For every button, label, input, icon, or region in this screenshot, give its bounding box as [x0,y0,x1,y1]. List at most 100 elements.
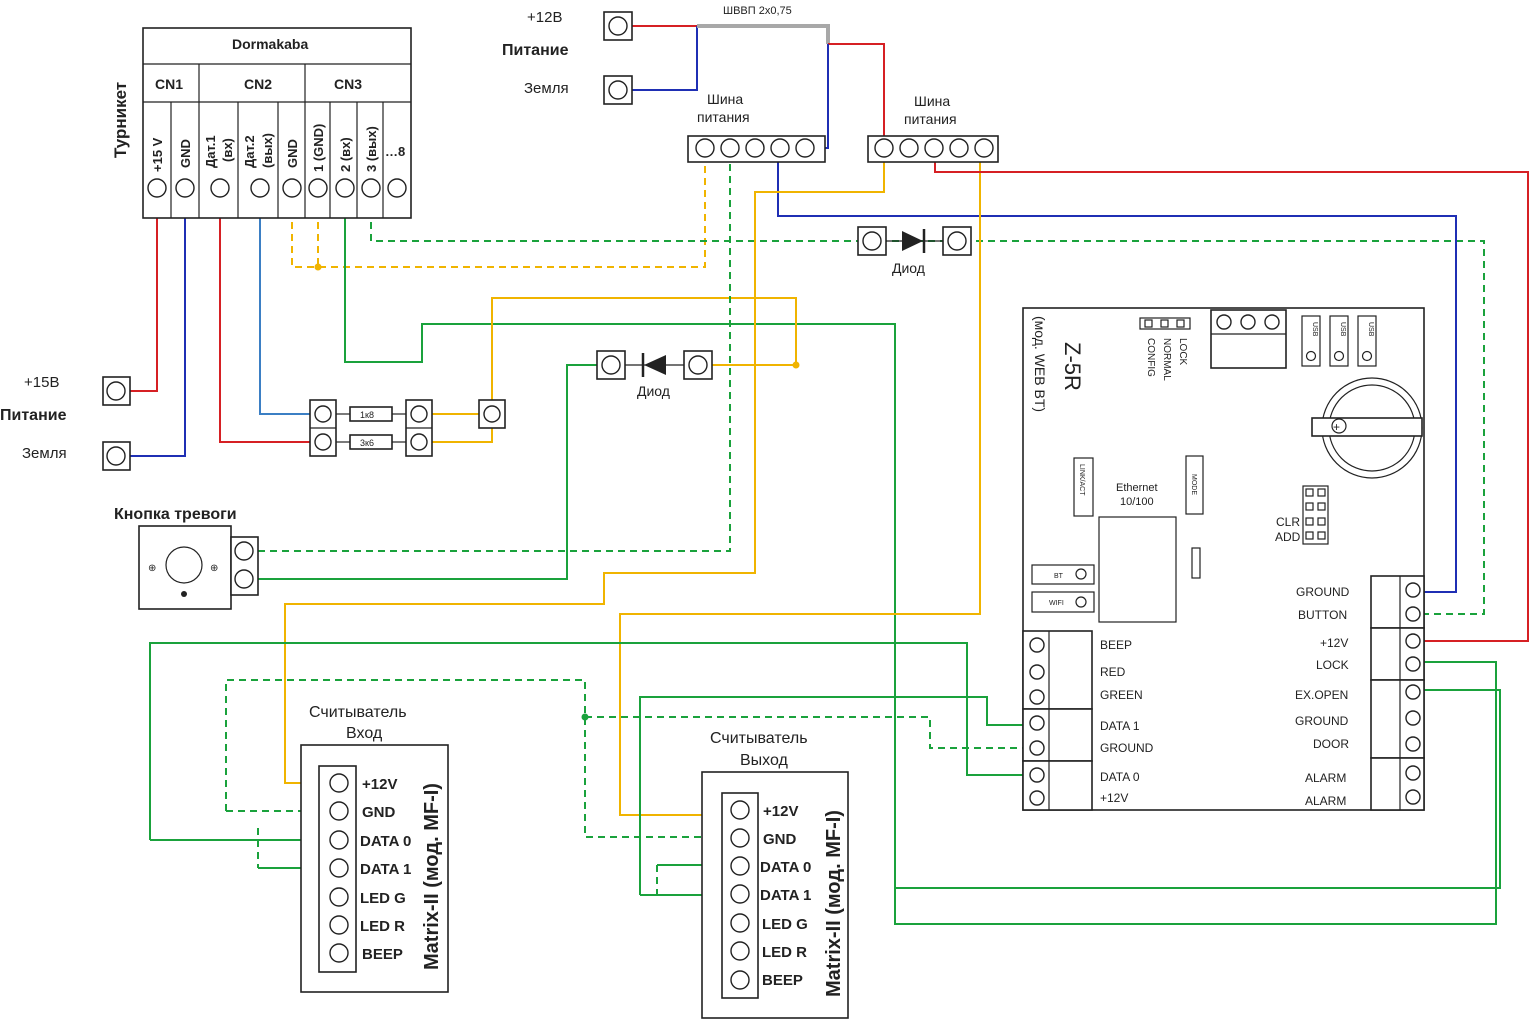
turnstile-dormakaba: Турникет Dormakaba CN1 CN2 CN3 +15 V GND… [111,27,412,219]
wire-cn3-in [344,198,1501,889]
add-label: ADD [1275,530,1301,544]
diode-lower-label: Диод [637,383,670,399]
wire-green-gnd-ctrl [585,716,1028,749]
pin-sensor2: Дат.2 [242,135,257,168]
wire-12v-ground-blue [632,26,698,91]
ethernet-label-2: 10/100 [1120,496,1154,508]
turnstile-cn1: CN1 [155,76,183,92]
bus2-label-1: Шина [914,93,950,109]
wire-reader-in-data0 [149,642,1028,840]
turnstile-side-label: Турникет [111,82,130,158]
pin-gnd-2: GND [285,139,300,168]
reader-out-pin-ledr: LED R [762,944,807,961]
wire-turnstile-gnd [291,162,706,268]
reader-out-pin-data0: DATA 0 [760,859,811,876]
bus1-label-2: питания [697,109,750,125]
term-exopen: EX.OPEN [1295,688,1348,702]
mode-button-label: MODE [1190,474,1197,495]
pin-sensor2-dir: (вых) [260,133,275,168]
reader-in-pin-beep: BEEP [362,946,403,963]
reader-in-pin-data1: DATA 1 [360,861,411,878]
power12-title: Питание [502,42,569,59]
reader-out-title-2: Выход [740,752,789,769]
power-12v: +12В Питание Земля ШВВП 2х0,75 [502,5,792,105]
wire-reader-out-data1 [639,696,1028,895]
reader-out-pin-beep: BEEP [762,972,803,989]
reader-exit: Считыватель Выход +12V GND DATA 0 DATA 1… [701,730,849,1019]
svg-text:+: + [1333,420,1340,434]
diode-symbol [644,355,666,375]
wire-bus-ground-blue [777,162,1457,593]
ethernet-label-1: Ethernet [1116,482,1158,494]
power-bus-2: Шина питания [867,93,999,163]
term-ground-r2: GROUND [1295,714,1349,728]
svg-text:⊕: ⊕ [210,563,218,574]
pin-cn3-2: 2 (вх) [338,137,353,172]
pin-gnd-1: GND [178,139,193,168]
wifi-label: WIFI [1049,600,1064,607]
cable-label: ШВВП 2х0,75 [723,5,792,17]
resistor-1k8-label: 1к8 [360,410,374,420]
alarm-button: Кнопка тревоги ⊕ ⊕ [114,506,259,610]
svg-text:⊕: ⊕ [148,563,156,574]
term-ground-left: GROUND [1100,741,1154,755]
pin-cn3-rest: …8 [385,144,405,159]
term-lock: LOCK [1316,658,1349,672]
turnstile-cn2: CN2 [244,76,272,92]
term-alarm-2: ALARM [1305,794,1346,808]
reader-out-pin-data1: DATA 1 [760,887,811,904]
reader-in-title-2: Вход [346,725,383,742]
wire-bus2-red [934,162,1529,642]
controller-z5r: Z-5R (мод. WEB BT) LOCK NORMAL CONFIG US… [1022,307,1425,811]
usb-label-3: USB [1367,322,1374,337]
junction-dot [792,361,800,369]
diode-symbol [902,231,923,251]
power15-plus: +15В [24,374,59,391]
reader-out-pin-12v: +12V [763,803,798,820]
wire-15v-red [130,198,158,392]
wire-diode-to-alarm [258,364,597,580]
term-12v-left: +12V [1100,791,1128,805]
controller-model: Z-5R [1060,342,1085,391]
term-12v-r: +12V [1320,636,1348,650]
wire-sensor2 [219,198,310,443]
usb-label-2: USB [1339,322,1346,337]
reader-in-title-1: Считыватель [309,704,407,721]
resistor-3k6 [349,434,393,450]
reader-entry: Считыватель Вход +12V GND DATA 0 DATA 1 … [300,704,449,993]
power15-title: Питание [0,407,67,424]
resistor-3k6-label: 3к6 [360,438,374,448]
power-15v: +15В Питание Земля [0,374,131,471]
pin-sensor1: Дат.1 [203,135,218,168]
mode-normal: NORMAL [1161,338,1172,381]
wire-resistor-out-2 [432,428,493,443]
junction-dot [581,713,589,721]
mode-lock: LOCK [1177,338,1188,366]
pin-cn3-1: 1 (GND) [311,124,326,172]
wire-bus2-yellow2 [619,162,981,816]
bus1-label-1: Шина [707,91,743,107]
term-ground-r: GROUND [1296,585,1350,599]
link-act-label: LINK/ACT [1078,464,1085,496]
controller-variant: (мод. WEB BT) [1032,316,1048,412]
diode-upper-label: Диод [892,260,925,276]
wire-cn3-out [370,198,1485,615]
diode-lower: Диод [596,350,713,399]
usb-label-1: USB [1311,322,1318,337]
power12-ground: Земля [524,80,569,97]
reader-out-title-1: Считыватель [710,730,808,747]
bus2-label-2: питания [904,111,957,127]
bt-label: BT [1054,573,1064,580]
reader-in-model: Matrix-II (мод. MF-I) [421,783,443,970]
pin-cn3-3: 3 (вых) [364,126,379,172]
cable-shvvp [697,24,830,44]
reader-in-pin-ledr: LED R [360,918,405,935]
turnstile-brand: Dormakaba [232,36,308,52]
reader-out-model: Matrix-II (мод. MF-I) [823,810,845,997]
power12-plus: +12В [527,9,562,26]
term-door: DOOR [1313,737,1349,751]
diode-upper: Диод [857,226,972,276]
reader-in-pin-data0: DATA 0 [360,833,411,850]
junction-dot [314,263,322,271]
